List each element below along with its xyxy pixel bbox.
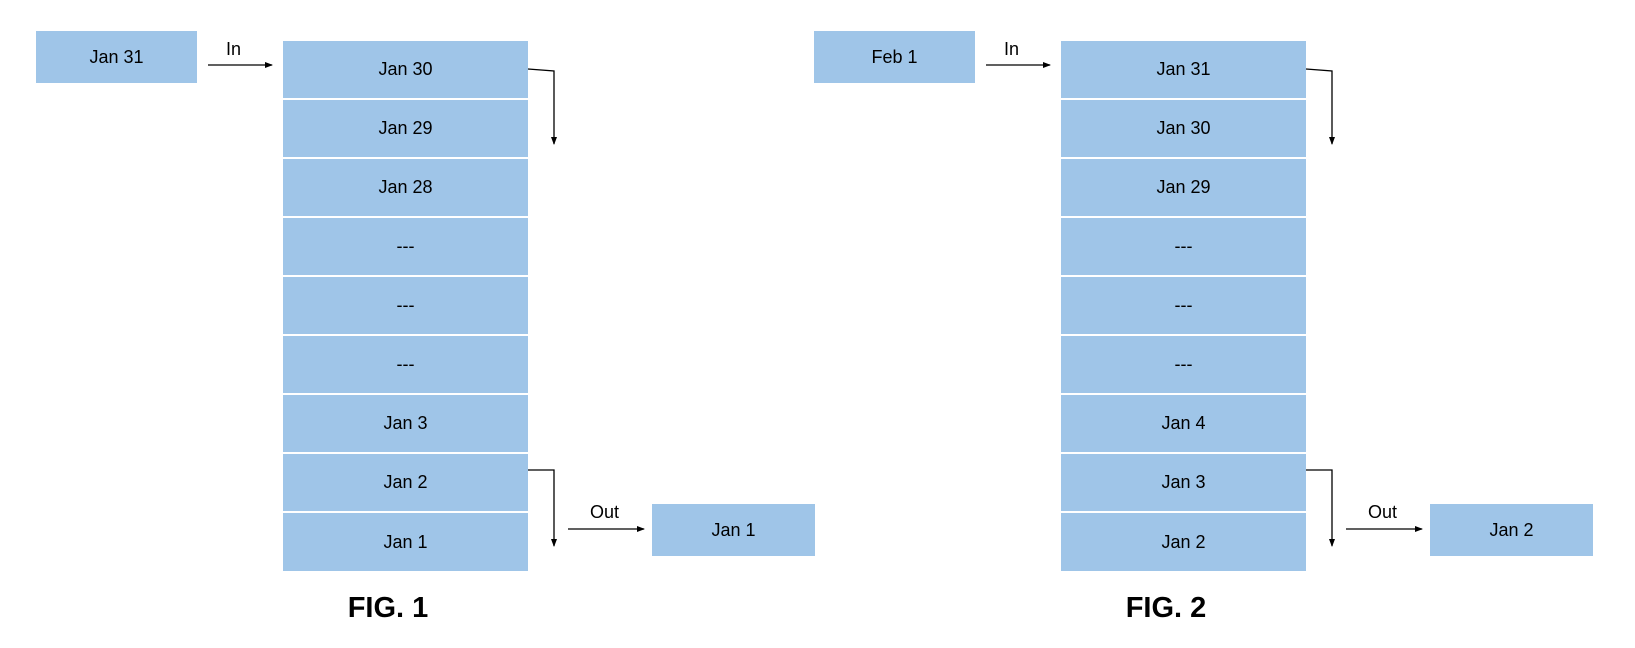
stack-cell: Jan 2 bbox=[283, 454, 528, 513]
shift-arrow-top bbox=[527, 68, 557, 145]
stack-cell: --- bbox=[283, 277, 528, 336]
stack-cell: Jan 31 bbox=[1061, 41, 1306, 100]
stack-cell: Jan 30 bbox=[1061, 100, 1306, 159]
stack-cell: Jan 29 bbox=[1061, 159, 1306, 218]
stack-cell: --- bbox=[1061, 336, 1306, 395]
queue-stack: Jan 30 Jan 29 Jan 28 --- --- --- Jan 3 J… bbox=[283, 41, 528, 571]
stack-cell: Jan 29 bbox=[283, 100, 528, 159]
figure-1: Jan 31 In Jan 30 Jan 29 Jan 28 --- --- -… bbox=[0, 0, 815, 648]
output-box: Jan 1 bbox=[652, 504, 815, 556]
shift-arrow-bottom bbox=[1306, 469, 1335, 547]
in-label: In bbox=[226, 39, 242, 59]
queue-stack: Jan 31 Jan 30 Jan 29 --- --- --- Jan 4 J… bbox=[1061, 41, 1306, 571]
stack-cell: --- bbox=[283, 218, 528, 277]
figure-title: FIG. 1 bbox=[347, 592, 429, 624]
stack-cell: Jan 3 bbox=[283, 395, 528, 454]
stack-cell: Jan 2 bbox=[1061, 513, 1306, 571]
input-box: Jan 31 bbox=[36, 31, 197, 83]
stack-cell: --- bbox=[283, 336, 528, 395]
in-label: In bbox=[1004, 39, 1020, 59]
stack-cell: Jan 28 bbox=[283, 159, 528, 218]
stack-cell: --- bbox=[1061, 277, 1306, 336]
input-box: Feb 1 bbox=[814, 31, 975, 83]
stack-cell: Jan 4 bbox=[1061, 395, 1306, 454]
shift-arrow-top bbox=[1305, 68, 1335, 145]
stack-cell: Jan 3 bbox=[1061, 454, 1306, 513]
stack-cell: --- bbox=[1061, 218, 1306, 277]
stack-cell: Jan 30 bbox=[283, 41, 528, 100]
out-label: Out bbox=[590, 502, 620, 522]
figure-title: FIG. 2 bbox=[1125, 592, 1207, 624]
arrows bbox=[208, 62, 645, 547]
arrows bbox=[986, 62, 1423, 547]
figure-2: Feb 1 In Jan 31 Jan 30 Jan 29 --- --- --… bbox=[778, 0, 1593, 648]
out-label: Out bbox=[1368, 502, 1398, 522]
stack-cell: Jan 1 bbox=[283, 513, 528, 571]
shift-arrow-bottom bbox=[528, 469, 557, 547]
output-box: Jan 2 bbox=[1430, 504, 1593, 556]
